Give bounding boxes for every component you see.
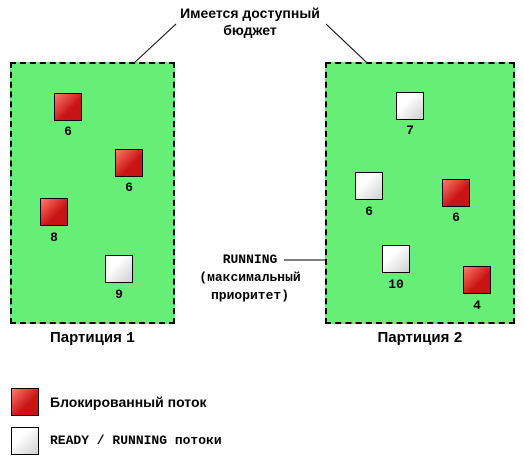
thread-priority: 6 [64, 124, 72, 139]
thread-priority: 7 [406, 123, 414, 138]
partition-1-box [10, 62, 175, 324]
legend-ready-label: READY / RUNNING потоки [50, 433, 222, 448]
partition-2-caption: Партиция 2 [345, 329, 495, 347]
running-note-line-3: приоритет) [210, 288, 289, 303]
thread-priority: 4 [473, 298, 481, 313]
thread-priority: 8 [50, 230, 58, 245]
ready-thread-square [355, 172, 383, 200]
partition-1-caption-number: 1 [126, 330, 136, 347]
partition-2-caption-word: Партиция [377, 329, 450, 346]
legend-blocked-label: Блокированный поток [50, 394, 207, 410]
ready-thread-square [382, 245, 410, 273]
thread-priority: 6 [452, 210, 460, 225]
budget-note-line-2: бюджет [223, 22, 277, 38]
thread-priority: 6 [125, 180, 133, 195]
blocked-thread-square [442, 179, 470, 207]
ready-thread-square [105, 255, 133, 283]
budget-note-line-1: Имеется доступный [180, 5, 320, 21]
ready-thread-square [396, 92, 424, 120]
thread-priority: 9 [115, 287, 123, 302]
blocked-thread-square [463, 266, 491, 294]
partition-1-caption: Партиция 1 [20, 329, 165, 347]
running-note-line-1: RUNNING [222, 252, 278, 267]
partition-2-caption-number: 2 [453, 330, 463, 347]
running-note: RUNNING (максимальный приоритет) [178, 251, 322, 305]
blocked-thread-square [54, 93, 82, 121]
running-note-line-2: (максимальный [199, 270, 301, 285]
blocked-thread-square [115, 149, 143, 177]
thread-priority: 6 [365, 204, 373, 219]
legend-blocked-square [11, 388, 39, 416]
legend-ready-square [11, 427, 39, 455]
partition-1-caption-word: Партиция [49, 329, 122, 346]
budget-note: Имеется доступный бюджет [150, 5, 350, 39]
blocked-thread-square [40, 198, 68, 226]
thread-priority: 10 [388, 277, 404, 292]
